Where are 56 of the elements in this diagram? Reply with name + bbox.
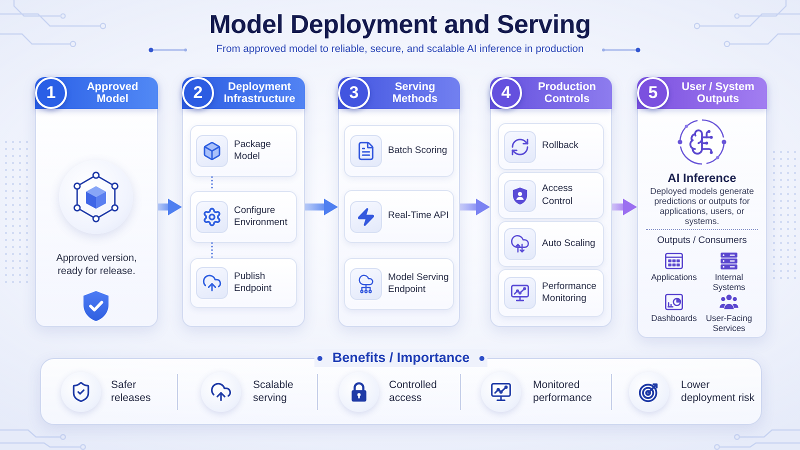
step-card — [498, 123, 604, 170]
item-label: Publish Endpoint — [234, 270, 273, 296]
step-panel — [637, 77, 767, 338]
step-number: 4 — [490, 77, 522, 109]
arrow — [305, 198, 338, 216]
benefit-label: Monitored performance — [533, 379, 593, 405]
item-label: Access Control — [542, 183, 574, 208]
step-title: Production Controls — [536, 80, 598, 106]
benefit-label: Scalable serving — [253, 379, 294, 405]
step-title: Serving Methods — [391, 80, 439, 106]
consumer-label: Internal Systems — [712, 273, 746, 292]
arrow — [612, 198, 637, 216]
item-label: Rollback — [542, 140, 578, 153]
step-number: 3 — [338, 77, 370, 109]
description: Deployed models generate predictions or outputs for applications, users, or systems. — [649, 186, 755, 226]
step-card — [498, 269, 604, 317]
step-panel — [35, 77, 158, 327]
arrow — [158, 198, 182, 216]
step-number: 5 — [637, 77, 669, 109]
item-label: Configure Environment — [234, 204, 288, 230]
subtitle: From approved model to reliable, secure, and scalable AI inference in production — [216, 43, 584, 56]
step-card — [344, 190, 454, 243]
step-title: Approved Model — [86, 80, 140, 106]
title: Model Deployment and Serving — [209, 8, 591, 40]
step-card — [344, 258, 454, 310]
dotted-connector — [211, 242, 213, 259]
step-panel — [490, 77, 612, 327]
description: Approved version, ready for release. — [55, 252, 138, 278]
step-card — [498, 221, 604, 267]
step-number: 2 — [182, 77, 214, 109]
item-label: Real-Time API — [388, 210, 449, 223]
subheading: Outputs / Consumers — [657, 235, 747, 246]
step-card — [498, 172, 604, 219]
consumer-label: Dashboards — [651, 314, 697, 324]
step-title: Deployment Infrastructure — [222, 80, 296, 106]
step-title: User / System Outputs — [680, 80, 756, 106]
step-card — [190, 125, 297, 177]
benefit-label: Controlled access — [389, 379, 438, 405]
step-card — [190, 191, 297, 243]
step-card — [344, 125, 454, 177]
benefit-label: Lower deployment risk — [681, 379, 756, 405]
section-title: AI Inference — [668, 171, 736, 185]
item-label: Auto Scaling — [542, 238, 596, 250]
step-card — [190, 258, 297, 308]
item-label: Model Serving Endpoint — [388, 272, 450, 296]
item-label: Batch Scoring — [388, 144, 448, 158]
section-heading: Benefits / Importance — [314, 349, 488, 367]
benefit-label: Safer releases — [111, 379, 152, 405]
arrow — [460, 198, 490, 216]
item-label: Performance Monitoring — [542, 280, 598, 306]
consumer-label: User-Facing Services — [704, 314, 754, 334]
step-panel — [338, 77, 460, 327]
step-panel — [182, 77, 305, 327]
consumer-label: Applications — [651, 273, 697, 283]
item-label: Package Model — [234, 138, 272, 164]
step-number: 1 — [35, 77, 67, 109]
